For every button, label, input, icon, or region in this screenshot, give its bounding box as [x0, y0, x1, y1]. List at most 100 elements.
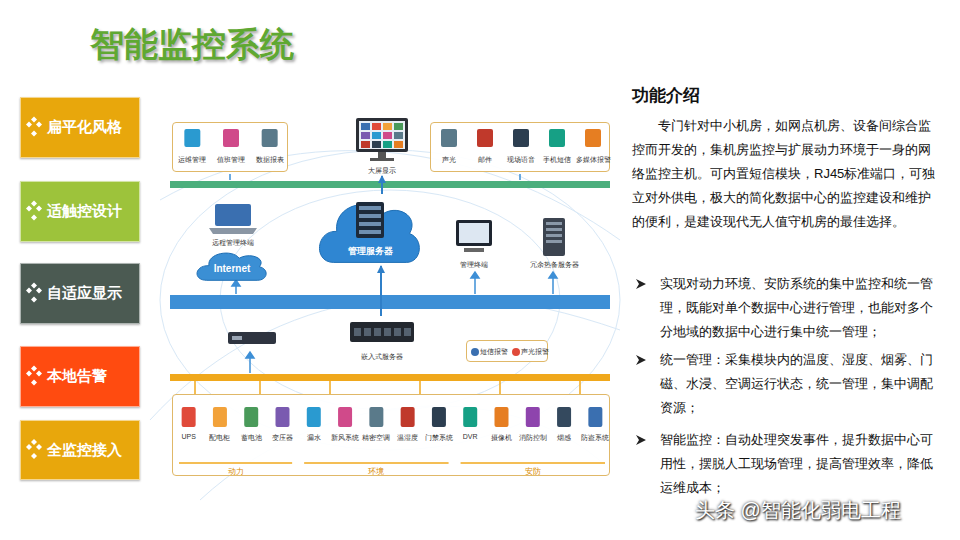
bullet-diamond — [31, 131, 37, 137]
node-art — [21, 421, 43, 481]
item-label: 手机短信 — [535, 155, 579, 165]
group-rule — [461, 462, 605, 464]
item-label: 声光 — [427, 155, 471, 165]
icon-shape — [354, 328, 361, 336]
item-label: 配电柜 — [200, 433, 239, 443]
item-label: DVR — [451, 433, 490, 440]
server-slot — [359, 206, 381, 210]
device-icon — [588, 407, 602, 427]
server-slot — [359, 214, 381, 218]
item-label: 数据报表 — [246, 155, 293, 165]
connector-arrow — [381, 176, 383, 194]
device-icon — [276, 407, 290, 427]
bullet-diamond — [31, 283, 37, 289]
item-label: 值班管理 — [208, 155, 255, 165]
icon-shape — [364, 328, 371, 336]
cloud-node: 管理服务器 — [318, 194, 422, 266]
feature-box: 全监控接入 — [20, 420, 140, 480]
item-label: 摄像机 — [482, 433, 521, 443]
device-node: 大屏显示 — [345, 116, 419, 176]
icon-shape — [546, 234, 562, 237]
bullet-diamond — [36, 122, 42, 128]
item-label: 短信报警 — [480, 347, 508, 357]
device-icon — [307, 407, 321, 427]
device-icon — [432, 407, 446, 427]
bullet-diamond — [36, 288, 42, 294]
device-icon — [184, 129, 200, 147]
item-label: 温湿度 — [388, 433, 427, 443]
device-icon — [262, 129, 278, 147]
item-label: UPS — [169, 433, 208, 440]
alarm-icon — [512, 348, 520, 356]
icon-shape — [394, 132, 403, 139]
node-art — [21, 98, 43, 159]
node-art — [21, 347, 43, 408]
device-icon — [441, 129, 457, 147]
device-icon — [557, 407, 571, 427]
item-label: 消防控制 — [513, 433, 552, 443]
bullet-diamond — [36, 444, 42, 450]
device-icon — [244, 407, 258, 427]
watermark: 头条 @智能化弱电工程 — [695, 497, 945, 524]
item-label: 多媒体报警 — [571, 155, 615, 165]
bullet-diamond — [26, 122, 32, 128]
feature-label: 扁平化风格 — [47, 118, 122, 137]
bullet-diamond — [36, 371, 42, 377]
node-art — [345, 116, 419, 164]
icon-shape — [209, 228, 257, 234]
bullet-diamond — [31, 297, 37, 303]
device-icon — [182, 407, 196, 427]
bullet-diamond — [26, 206, 32, 212]
node-art — [173, 123, 289, 173]
server-slot — [359, 222, 381, 226]
device-node: 远程管理终端 — [198, 198, 268, 248]
feature-box: 扁平化风格 — [20, 97, 140, 158]
icon-shape — [359, 121, 405, 149]
laptop-icon — [215, 204, 251, 226]
device-node: 管理终端 — [442, 216, 506, 270]
group-label: 动力 — [179, 466, 292, 477]
icon-shape — [383, 123, 392, 130]
bullet-diamond — [31, 201, 37, 207]
embedded-server-icon — [350, 322, 414, 342]
item-label: 变压器 — [263, 433, 302, 443]
node-art — [21, 264, 43, 325]
item-label: 防盗系统 — [576, 433, 615, 443]
device-caption: 管理终端 — [432, 260, 516, 270]
bullet-diamond — [31, 366, 37, 372]
icon-shape — [459, 223, 489, 243]
item-label: 漏水 — [294, 433, 333, 443]
node-art — [431, 123, 611, 173]
icon-shape — [372, 123, 381, 130]
device-icon — [223, 129, 239, 147]
icon-shape — [383, 141, 392, 148]
feature-box: 适触控设计 — [20, 181, 140, 242]
server-slot — [359, 230, 381, 234]
item-label: 门禁系统 — [419, 433, 458, 443]
device-icon — [495, 407, 509, 427]
device-icon — [513, 129, 529, 147]
icon-shape — [370, 158, 394, 161]
monitor-icon — [356, 118, 408, 152]
group-label: 安防 — [461, 466, 605, 477]
group-box: 声光邮件现场语音手机短信多媒体报警 — [430, 122, 610, 172]
alarm-icon — [471, 348, 479, 356]
icon-shape — [384, 328, 391, 336]
item-label: 声光报警 — [521, 347, 549, 357]
slide-title: 智能监控系统 — [90, 22, 294, 68]
feature-label: 适触控设计 — [47, 202, 122, 221]
body-text: 专门针对中小机房，如网点机房、设备间综合监控而开发的，集机房监控与扩展动力环境于… — [632, 114, 940, 234]
group-label: 环境 — [304, 466, 448, 477]
bullet-diamond — [31, 380, 37, 386]
device-caption: 嵌入式服务器 — [330, 352, 434, 362]
pc-icon — [456, 220, 492, 246]
body-text: 实现对动力环境、安防系统的集中监控和统一管理，既能对单个数据中心进行管理，也能对… — [660, 272, 942, 344]
feature-label: 全监控接入 — [47, 441, 122, 460]
bullet-diamond — [31, 117, 37, 123]
item-label: 蓄电池 — [232, 433, 271, 443]
icon-shape — [394, 141, 403, 148]
icon-shape — [361, 141, 370, 148]
feature-label: 自适应显示 — [47, 284, 122, 303]
device-icon — [213, 407, 227, 427]
icon-shape — [394, 328, 401, 336]
